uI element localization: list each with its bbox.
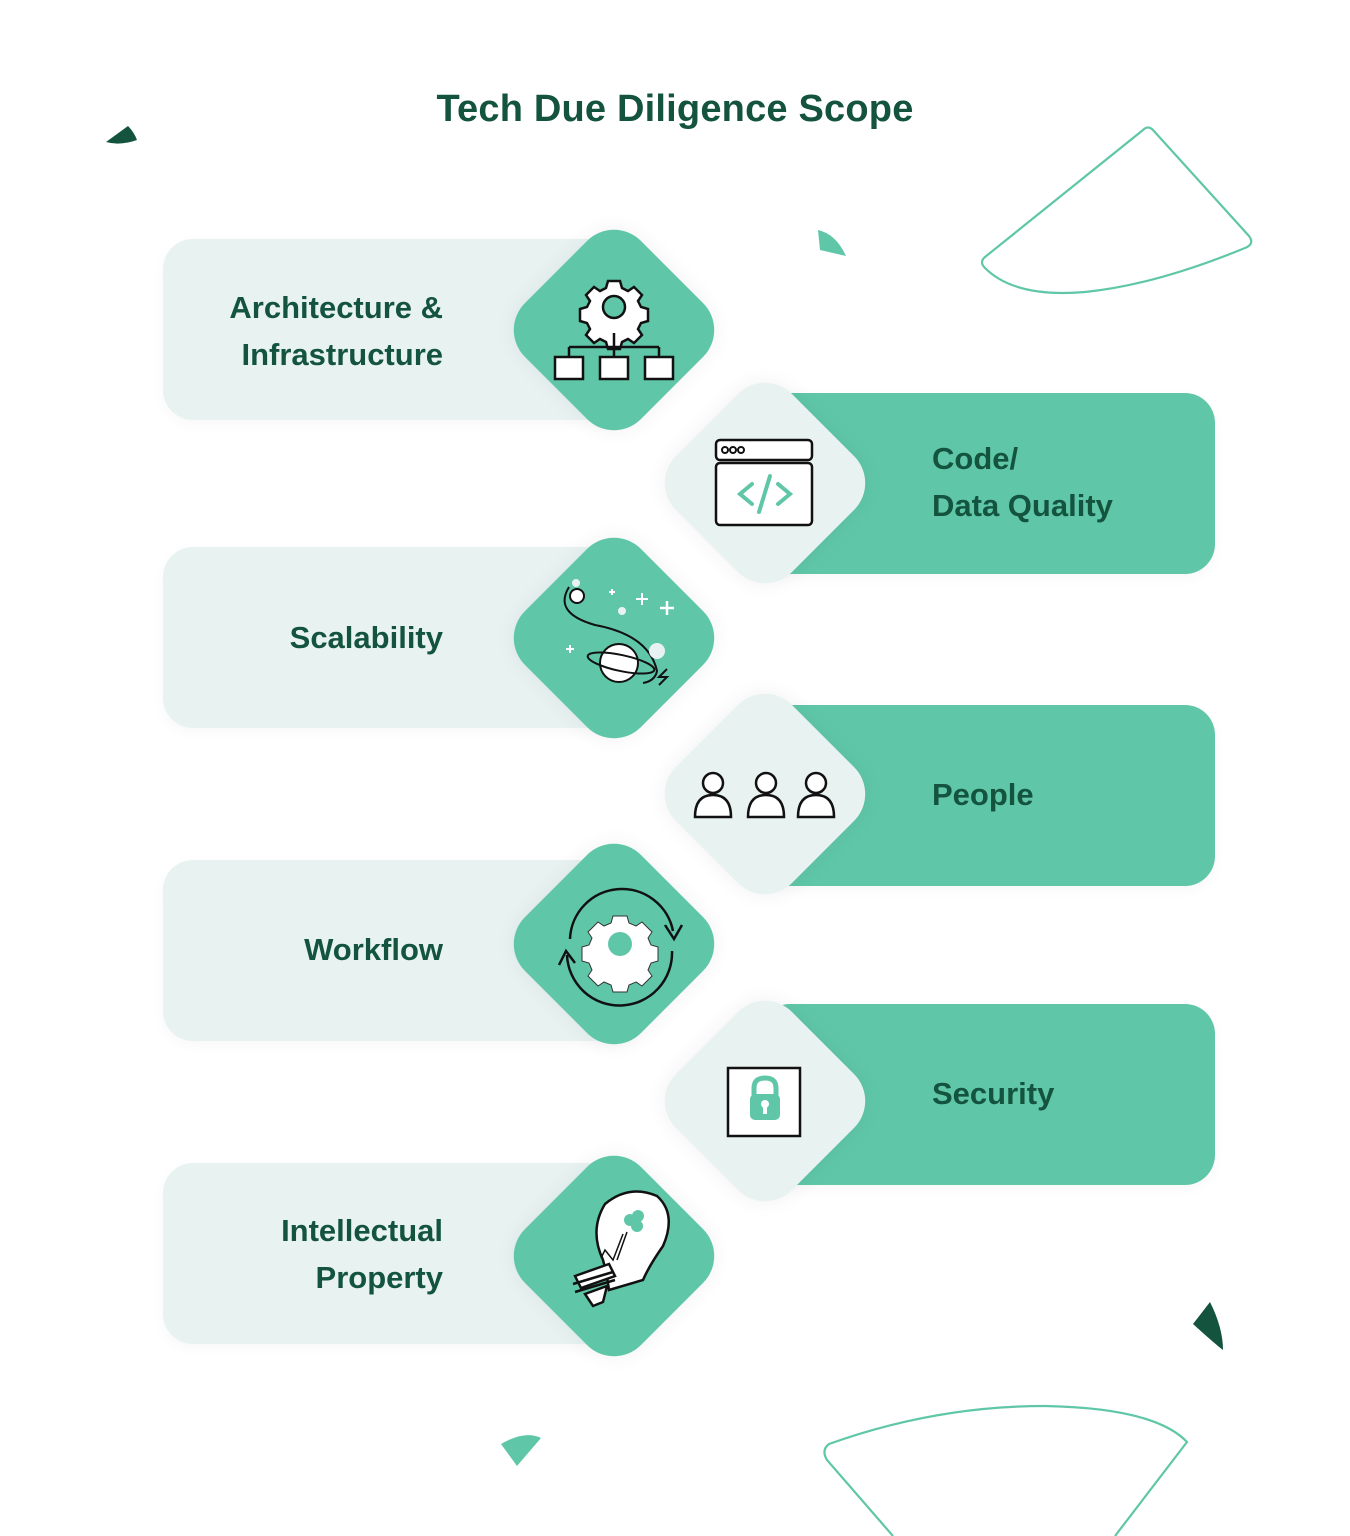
item-label: Scalability	[289, 620, 443, 655]
decor-outline-shape-top-right	[980, 126, 1253, 295]
decor-dark-shard-top-left	[106, 126, 137, 144]
lightbulb-icon	[572, 1190, 670, 1308]
item-label: Intellectual Property	[281, 1213, 443, 1295]
decor-dark-shard-right	[1193, 1302, 1223, 1350]
decor-green-shard-top	[818, 230, 846, 256]
decor-outline-shape-bottom	[823, 1404, 1189, 1536]
org-chart-gear-icon	[553, 279, 675, 381]
page-title: Tech Due Diligence Scope	[436, 88, 914, 130]
item-label: Workflow	[304, 932, 443, 967]
gear-cycle-icon	[557, 887, 684, 1007]
item-label: People	[932, 777, 1034, 812]
item-label: Security	[932, 1076, 1055, 1111]
people-icon	[693, 771, 836, 819]
item-code-data-quality: Code/ Data Quality	[760, 393, 1215, 574]
padlock-icon	[726, 1066, 802, 1138]
item-label: Architecture & Infrastructure	[229, 290, 443, 372]
item-label: Code/ Data Quality	[932, 441, 1113, 523]
code-window-icon	[714, 438, 814, 527]
decor-green-shard-bottom	[501, 1435, 541, 1466]
planet-orbit-icon	[563, 579, 674, 686]
